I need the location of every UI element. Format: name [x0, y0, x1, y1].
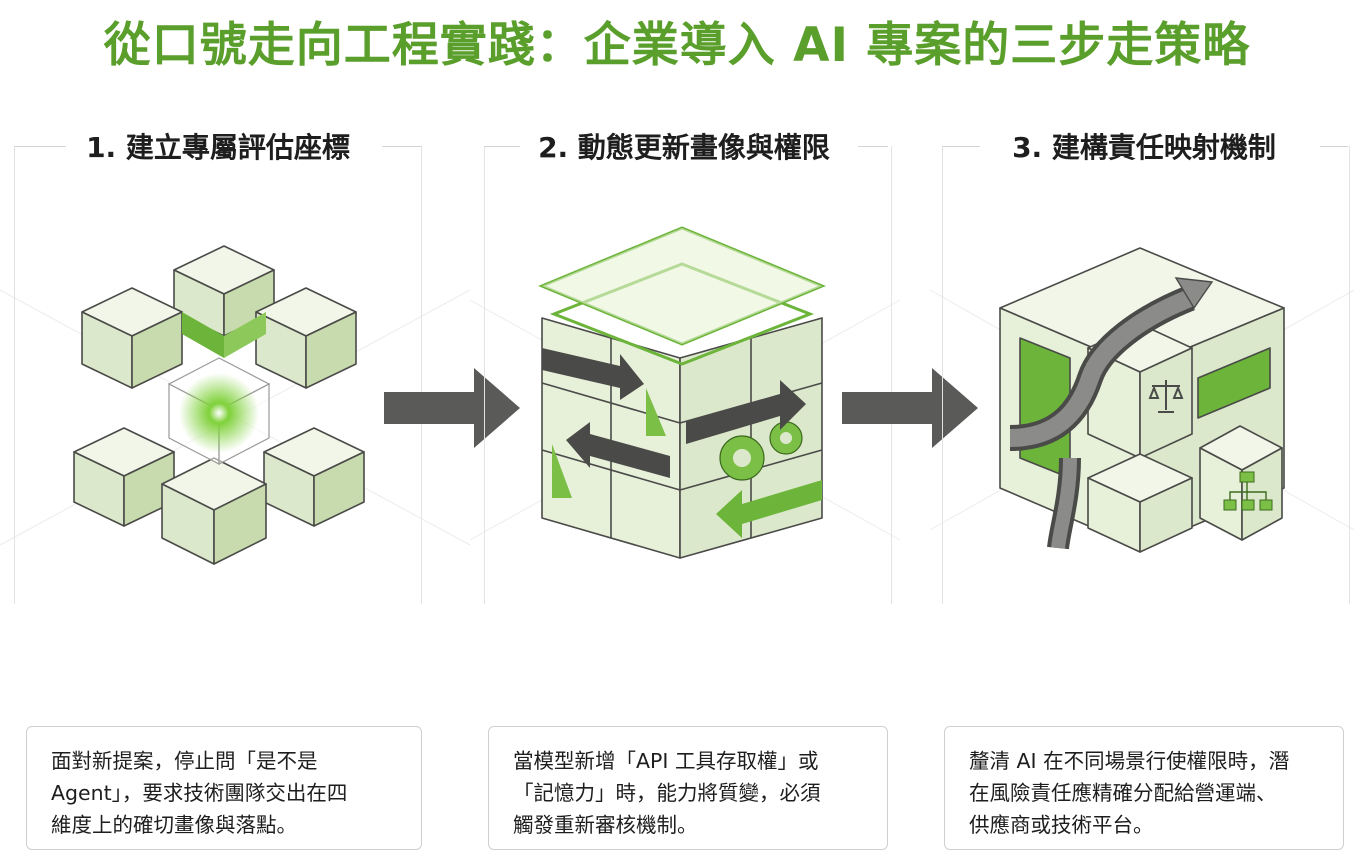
- description-line: 「記憶力」時，能力將質變，必須: [513, 781, 821, 805]
- step-heading: 2. 動態更新畫像與權限: [480, 126, 888, 166]
- description-line: 面對新提案，停止問「是不是: [51, 749, 318, 773]
- step-heading: 3. 建構責任映射機制: [940, 126, 1348, 166]
- heading-rule: [382, 146, 422, 147]
- step-panel-1: 1. 建立專屬評估座標: [14, 118, 422, 850]
- heading-rule: [1320, 146, 1348, 147]
- gear-cube-icon: [538, 226, 826, 559]
- description-line: Agent」，要求技術團隊交出在四: [51, 781, 348, 805]
- right-arrow-icon: [842, 368, 978, 448]
- step-panel-2: 2. 動態更新畫像與權限: [480, 118, 892, 850]
- heading-rule: [942, 146, 980, 147]
- description-line: 供應商或技術平台。: [969, 813, 1154, 837]
- step-description: 當模型新增「API 工具存取權」或 「記憶力」時，能力將質變，必須 觸發重新審核…: [488, 726, 888, 850]
- exploded-cube-icon: [73, 245, 365, 565]
- description-line: 觸發重新審核機制。: [513, 813, 698, 837]
- page-title: 從口號走向工程實踐：企業導入 AI 專案的三步走策略: [103, 18, 1251, 73]
- responsibility-cube-icon: [999, 247, 1285, 553]
- heading-rule: [14, 146, 66, 147]
- step-description: 面對新提案，停止問「是不是 Agent」，要求技術團隊交出在四 維度上的確切畫像…: [26, 726, 422, 850]
- heading-rule: [484, 146, 520, 147]
- step-description: 釐清 AI 在不同場景行使權限時，潛 在風險責任應精確分配給營運端、 供應商或技…: [944, 726, 1344, 850]
- panel-frame: [942, 146, 1350, 604]
- description-line: 維度上的確切畫像與落點。: [51, 813, 297, 837]
- panel-frame: [484, 146, 892, 604]
- description-line: 在風險責任應精確分配給營運端、: [969, 781, 1277, 805]
- step-panel-3: 3. 建構責任映射機制: [940, 118, 1350, 850]
- panel-frame: [14, 146, 422, 604]
- step-heading: 1. 建立專屬評估座標: [14, 126, 422, 166]
- heading-rule: [858, 146, 888, 147]
- description-line: 當模型新增「API 工具存取權」或: [513, 749, 819, 773]
- description-line: 釐清 AI 在不同場景行使權限時，潛: [969, 749, 1290, 773]
- right-arrow-icon: [384, 368, 520, 448]
